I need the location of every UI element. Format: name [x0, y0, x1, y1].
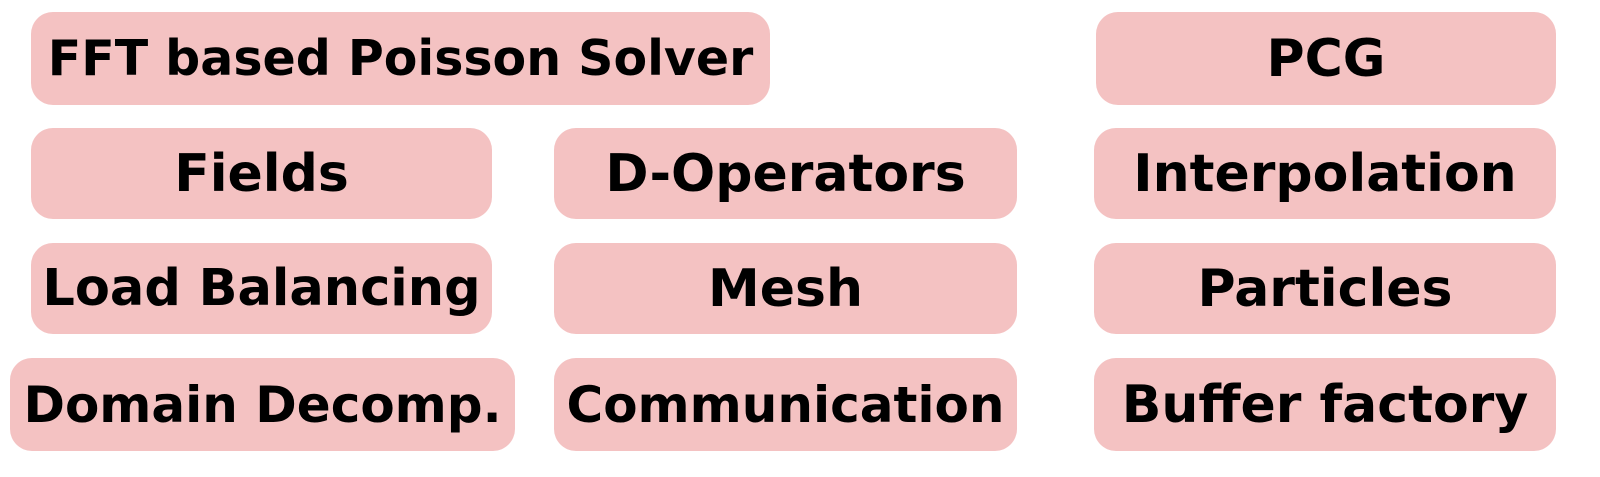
box-interpolation: Interpolation — [1094, 128, 1556, 219]
box-domain-decomp: Domain Decomp. — [10, 358, 515, 451]
box-fft-poisson-solver: FFT based Poisson Solver — [31, 12, 770, 105]
box-fields: Fields — [31, 128, 492, 219]
box-pcg: PCG — [1096, 12, 1556, 105]
label-buffer-factory: Buffer factory — [1121, 374, 1529, 435]
label-domain-decomp: Domain Decomp. — [23, 375, 502, 434]
label-particles: Particles — [1197, 258, 1453, 319]
label-pcg: PCG — [1266, 28, 1386, 89]
box-particles: Particles — [1094, 243, 1556, 334]
label-mesh: Mesh — [708, 258, 863, 319]
label-d-operators: D-Operators — [605, 143, 966, 204]
label-interpolation: Interpolation — [1133, 143, 1517, 204]
box-communication: Communication — [554, 358, 1017, 451]
label-fft-poisson-solver: FFT based Poisson Solver — [47, 30, 754, 87]
label-fields: Fields — [174, 143, 349, 204]
box-load-balancing: Load Balancing — [31, 243, 492, 334]
box-mesh: Mesh — [554, 243, 1017, 334]
label-load-balancing: Load Balancing — [42, 259, 481, 318]
box-buffer-factory: Buffer factory — [1094, 358, 1556, 451]
box-d-operators: D-Operators — [554, 128, 1017, 219]
label-communication: Communication — [566, 375, 1005, 434]
